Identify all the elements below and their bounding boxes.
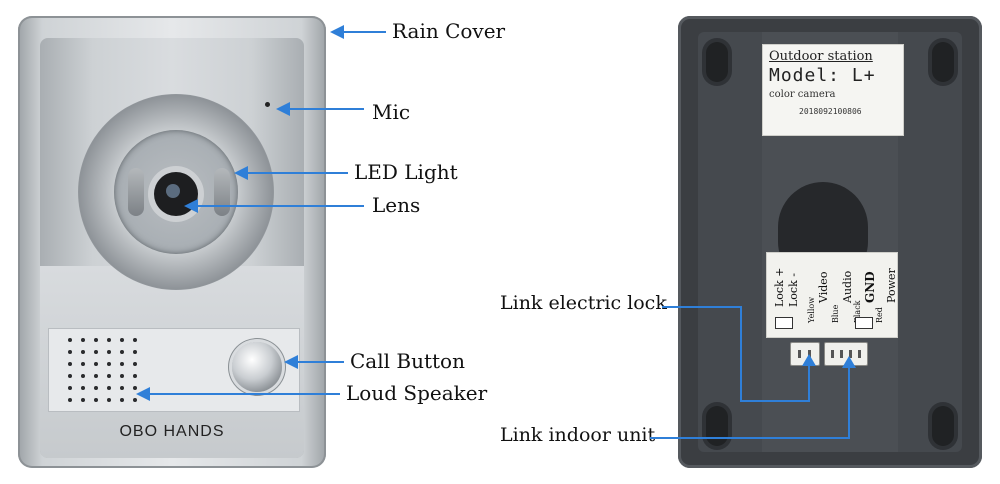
wire-power: Power bbox=[885, 268, 898, 303]
link-indoor-unit-label: Link indoor unit bbox=[500, 424, 655, 446]
back-unit: Outdoor station Model: L+ color camera 2… bbox=[678, 16, 982, 468]
speaker-hole bbox=[94, 338, 98, 342]
speaker-hole bbox=[133, 362, 137, 366]
speaker-hole bbox=[107, 362, 111, 366]
wiring-sticker: Lock + Lock - Yellow Video Blue Audio Bl… bbox=[766, 252, 898, 338]
speaker-hole bbox=[94, 374, 98, 378]
mount-slot bbox=[706, 42, 728, 82]
call-button[interactable] bbox=[232, 342, 282, 392]
speaker-hole bbox=[133, 338, 137, 342]
indoor-leader-h bbox=[650, 437, 850, 439]
lens-reflection bbox=[166, 184, 180, 198]
speaker-hole bbox=[120, 350, 124, 354]
signal-terminal bbox=[855, 317, 873, 329]
lock-leader-h1 bbox=[662, 306, 740, 308]
loud-speaker-arrow bbox=[150, 393, 340, 395]
speaker-hole bbox=[94, 398, 98, 402]
model-sticker: Outdoor station Model: L+ color camera 2… bbox=[762, 44, 904, 136]
wire-red: Red bbox=[875, 307, 884, 323]
rain-cover-arrowhead bbox=[330, 25, 344, 39]
wire-blue: Blue bbox=[831, 305, 840, 323]
lens-label: Lens bbox=[372, 193, 420, 217]
led-light-label: LED Light bbox=[354, 160, 458, 184]
led-light-arrowhead bbox=[234, 166, 248, 180]
speaker-hole bbox=[68, 338, 72, 342]
sticker-model: Model: L+ bbox=[769, 65, 876, 86]
speaker-hole bbox=[120, 386, 124, 390]
speaker-hole bbox=[81, 350, 85, 354]
link-electric-lock-label: Link electric lock bbox=[500, 292, 667, 314]
lens-arrowhead bbox=[184, 199, 198, 213]
speaker-hole bbox=[107, 386, 111, 390]
speaker-hole bbox=[68, 362, 72, 366]
lock-arrowhead bbox=[802, 354, 816, 366]
call-button-arrow bbox=[298, 361, 344, 363]
speaker-hole bbox=[68, 398, 72, 402]
wire-audio: Audio bbox=[841, 271, 854, 303]
rain-cover-label: Rain Cover bbox=[392, 19, 505, 43]
speaker-hole bbox=[107, 338, 111, 342]
speaker-hole bbox=[81, 338, 85, 342]
speaker-hole bbox=[68, 374, 72, 378]
loud-speaker-label: Loud Speaker bbox=[346, 381, 487, 405]
loud-speaker-arrowhead bbox=[136, 387, 150, 401]
indoor-leader-v bbox=[848, 366, 850, 439]
speaker-hole bbox=[81, 374, 85, 378]
speaker-hole bbox=[81, 398, 85, 402]
speaker-hole bbox=[94, 386, 98, 390]
wire-video: Video bbox=[817, 272, 830, 303]
mount-slot bbox=[706, 406, 728, 446]
mic-arrowhead bbox=[276, 102, 290, 116]
speaker-hole bbox=[68, 386, 72, 390]
sticker-subtitle: color camera bbox=[769, 89, 836, 100]
wire-gnd: GND bbox=[863, 271, 877, 303]
lens-arrow bbox=[198, 205, 364, 207]
speaker-hole bbox=[94, 362, 98, 366]
wire-lock-minus: Lock - bbox=[787, 273, 800, 307]
mount-slot bbox=[932, 42, 954, 82]
front-unit: OBO HANDS bbox=[18, 16, 326, 468]
led-light-left bbox=[128, 168, 144, 216]
sticker-serial: 2018092100806 bbox=[799, 107, 862, 116]
lock-leader-v2 bbox=[808, 362, 810, 402]
call-button-arrowhead bbox=[284, 355, 298, 369]
speaker-hole bbox=[107, 398, 111, 402]
mic-arrow bbox=[290, 108, 364, 110]
lock-leader-v bbox=[740, 306, 742, 402]
lock-leader-h2 bbox=[740, 400, 810, 402]
indoor-arrowhead bbox=[842, 356, 856, 368]
speaker-hole bbox=[120, 374, 124, 378]
speaker-hole bbox=[133, 374, 137, 378]
brand-label: OBO HANDS bbox=[18, 423, 326, 441]
led-light-right bbox=[214, 168, 230, 216]
speaker-hole bbox=[133, 350, 137, 354]
speaker-hole bbox=[81, 386, 85, 390]
mic-hole bbox=[265, 102, 270, 107]
speaker-hole bbox=[94, 350, 98, 354]
wire-yellow: Yellow bbox=[807, 297, 816, 323]
led-light-arrow bbox=[248, 172, 348, 174]
speaker-hole bbox=[68, 350, 72, 354]
speaker-hole bbox=[107, 374, 111, 378]
speaker-hole bbox=[120, 362, 124, 366]
speaker-hole bbox=[120, 398, 124, 402]
rain-cover-arrow bbox=[344, 31, 386, 33]
call-button-label: Call Button bbox=[350, 349, 465, 373]
mic-label: Mic bbox=[372, 100, 410, 124]
speaker-hole bbox=[107, 350, 111, 354]
speaker-hole bbox=[81, 362, 85, 366]
wire-lock-plus: Lock + bbox=[773, 268, 786, 307]
sticker-title: Outdoor station bbox=[769, 49, 873, 64]
mount-slot bbox=[932, 406, 954, 446]
lock-terminal bbox=[775, 317, 793, 329]
speaker-hole bbox=[120, 338, 124, 342]
